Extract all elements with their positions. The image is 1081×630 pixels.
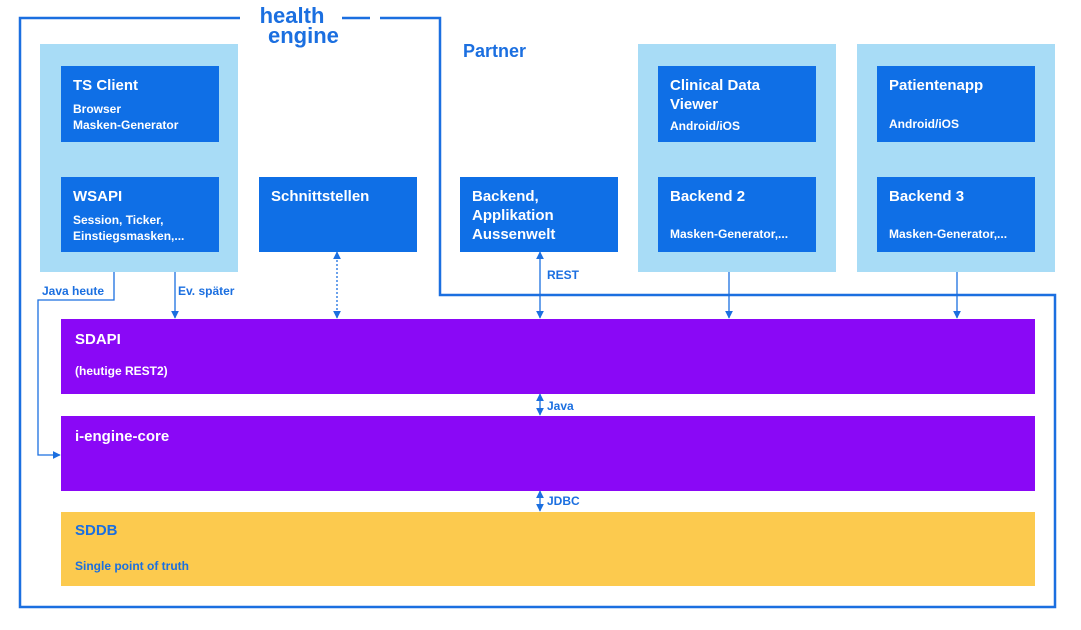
partner-label: Partner [463,41,527,61]
layer-sdapi: SDAPI (heutige REST2) [61,319,1035,394]
layer-subtitle: (heutige REST2) [75,364,168,378]
label-ev-spaeter: Ev. später [178,284,235,298]
label-java: Java [547,399,574,413]
box-subtitle: Android/iOS [670,119,740,133]
layer-title: SDAPI [75,331,121,348]
layer-subtitle: Single point of truth [75,559,189,573]
label-jdbc: JDBC [547,494,580,508]
box-title: TS Client [73,77,139,94]
healthengine-logo: health engine [242,3,342,48]
box-title: Backend 2 [670,188,746,205]
box-subtitle: Masken-Generator,... [889,227,1008,241]
arrow-java-heute [37,251,118,459]
box-subtitle: Masken-Generator,... [670,227,789,241]
box-clinical-data-viewer: Clinical Data Viewer Android/iOS [658,66,816,142]
box-title: Schnittstellen [271,188,370,205]
box-wsapi: WSAPI Session, Ticker, Einstiegsmasken,.… [61,177,219,252]
box-backend-2: Backend 2 Masken-Generator,... [658,177,816,252]
box-subtitle: Browser Masken-Generator [73,102,179,132]
logo-line2: engine [268,23,339,48]
box-patientenapp: Patientenapp Android/iOS [877,66,1035,142]
box-title: Backend, Applikation Aussenwelt [472,188,556,243]
box-backend-3: Backend 3 Masken-Generator,... [877,177,1035,252]
layer-sddb: SDDB Single point of truth [61,512,1035,586]
box-schnittstellen: Schnittstellen [259,177,417,252]
healthengine-border [18,16,1057,609]
box-subtitle: Android/iOS [889,117,959,131]
label-java-heute: Java heute [42,284,105,298]
logo-line1: health [259,3,325,28]
layer-title: SDDB [75,522,118,539]
box-title: WSAPI [73,188,123,205]
box-title: Patientenapp [889,77,984,94]
box-subtitle: Session, Ticker, Einstiegsmasken,... [73,213,185,243]
box-title: Clinical Data Viewer [670,77,761,113]
box-title: Backend 3 [889,188,965,205]
layer-i-engine-core: i-engine-core [61,416,1035,491]
box-backend: Backend, Applikation Aussenwelt [460,177,618,252]
layer-title: i-engine-core [75,428,170,445]
label-rest: REST [547,268,580,282]
box-ts-client: TS Client Browser Masken-Generator [61,66,219,142]
